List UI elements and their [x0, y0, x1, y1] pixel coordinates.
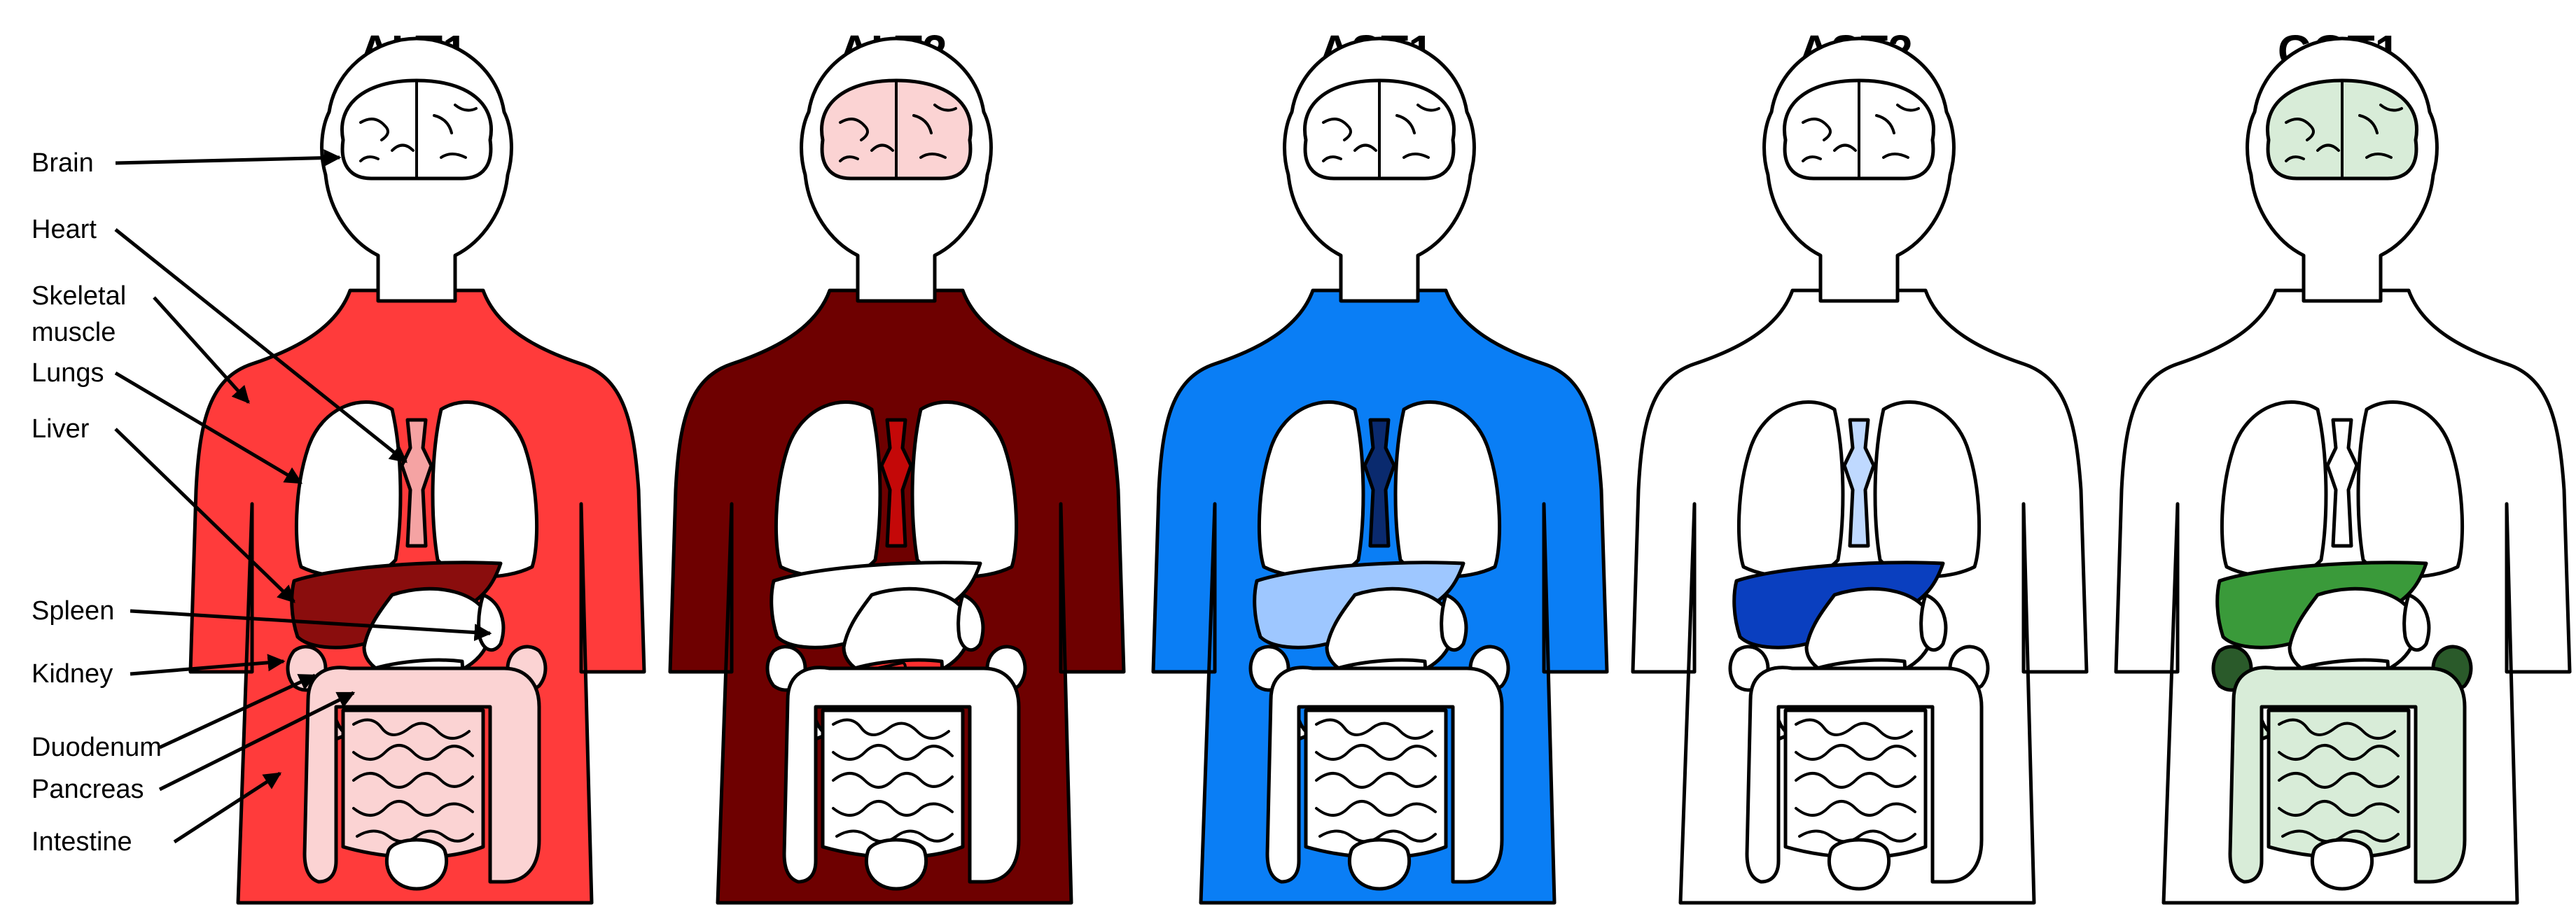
heart	[1363, 418, 1396, 548]
lung-right	[1257, 400, 1365, 579]
bladder	[1827, 838, 1891, 891]
arrow-pancreas	[158, 691, 356, 792]
arrow-duodenum	[158, 673, 317, 750]
figure-ast1: AST1	[1151, 26, 1609, 905]
spleen	[1919, 593, 1948, 652]
arrow-heart	[114, 228, 408, 463]
lung-left	[1873, 400, 1982, 579]
figure-alt2: ALT2	[668, 26, 1126, 905]
lung-left	[431, 400, 539, 579]
large-intestine	[782, 666, 1021, 884]
heart	[2325, 418, 2359, 548]
lung-right	[1736, 400, 1845, 579]
lung-right	[774, 400, 882, 579]
bladder	[2310, 838, 2374, 891]
figure-ggt1: GGT1	[2114, 26, 2572, 905]
figure-ast2: AST2	[1631, 26, 2089, 905]
large-intestine	[2228, 666, 2467, 884]
label-duodenum: Duodenum	[32, 733, 162, 762]
lung-right	[2220, 400, 2328, 579]
arrow-brain	[115, 149, 342, 167]
label-brain: Brain	[32, 148, 94, 178]
heart	[1842, 418, 1876, 548]
bladder	[1347, 838, 1412, 891]
label-lungs: Lungs	[32, 358, 104, 388]
lung-left	[910, 400, 1019, 579]
spleen	[956, 593, 985, 652]
lung-left	[2356, 400, 2465, 579]
large-intestine	[1745, 666, 1984, 884]
label-kidney: Kidney	[32, 659, 113, 689]
label-heart: Heart	[32, 215, 97, 244]
arrow-kidney	[130, 654, 286, 676]
arrow-intestine	[173, 771, 282, 844]
label-liver: Liver	[32, 414, 90, 444]
lung-left	[1393, 400, 1502, 579]
bladder	[864, 838, 928, 891]
heart	[879, 418, 913, 548]
arrow-lungs	[114, 371, 303, 485]
label-spleen: Spleen	[32, 596, 114, 626]
label-intestine: Intestine	[32, 827, 132, 857]
arrow-spleen	[130, 609, 492, 642]
bladder	[384, 838, 449, 891]
lung-right	[294, 400, 403, 579]
arrow-skeletal-muscle	[153, 296, 250, 404]
large-intestine	[302, 666, 541, 884]
large-intestine	[1265, 666, 1504, 884]
spleen	[1440, 593, 1468, 652]
label-pancreas: Pancreas	[32, 775, 144, 804]
spleen	[2402, 593, 2431, 652]
figure-alt1: ALT1	[188, 26, 646, 905]
arrow-liver	[114, 428, 295, 603]
